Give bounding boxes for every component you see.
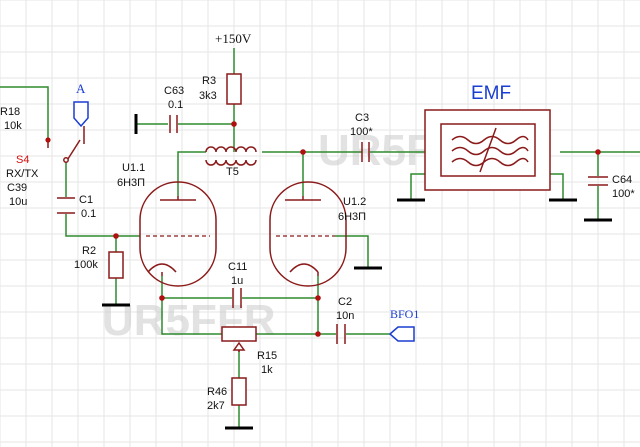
r2-ref: R2: [82, 245, 96, 257]
c1-ref: C1: [79, 194, 93, 206]
wire: [335, 235, 369, 268]
junction-dot: [113, 233, 119, 239]
junction-dot: [231, 121, 237, 127]
c2-capacitor: [336, 324, 346, 344]
s4-switch: [47, 126, 85, 163]
s4-ref: S4: [16, 154, 29, 166]
wire: [410, 173, 425, 200]
r3-ref: R3: [202, 75, 216, 87]
r15-value: 1k: [261, 364, 273, 376]
u1-2-ref: U1.2: [343, 196, 366, 208]
c64-value: 100*: [612, 188, 635, 200]
r2-resistor: [108, 251, 124, 279]
c64-capacitor: [588, 176, 608, 186]
emf-filter: [424, 109, 551, 191]
wire: [550, 173, 564, 200]
r2-value: 100k: [74, 259, 98, 271]
junction-dot: [315, 295, 321, 301]
wires: [0, 48, 640, 428]
c2-ref: C2: [338, 296, 352, 308]
junction-dot: [159, 295, 165, 301]
c11-value: 1u: [231, 275, 243, 287]
c11-capacitor: [232, 288, 242, 308]
port-a: [73, 101, 89, 128]
c63-capacitor: [169, 115, 178, 133]
ground-symbols: [102, 114, 612, 430]
supply-label: +150V: [215, 31, 252, 46]
wire: [0, 86, 49, 140]
c11-ref: C11: [228, 261, 247, 273]
junction-dot: [595, 149, 601, 155]
port-bfo1: [388, 326, 415, 342]
wire: [161, 298, 222, 335]
c39-ref: C39: [7, 182, 27, 194]
r46-value: 2k7: [207, 400, 225, 412]
r46-ref: R46: [207, 386, 227, 398]
r15-ref: R15: [257, 350, 277, 362]
c63-ref: C63: [164, 85, 184, 97]
port-bfo1-label: BFO1: [390, 307, 419, 321]
u1-1-triode: [139, 181, 217, 287]
c3-capacitor: [361, 142, 370, 162]
r3-resistor: [226, 73, 242, 105]
t5-transformer: [205, 146, 257, 166]
c1-value: 0.1: [81, 208, 96, 220]
port-a-label: A: [76, 81, 86, 96]
c63-value: 0.1: [168, 99, 183, 111]
u1-1-value: 6Н3П: [117, 177, 145, 189]
junctions: [45, 121, 601, 337]
u1-2-triode: [269, 181, 347, 287]
junction-dot: [300, 149, 306, 155]
r46-resistor: [231, 377, 247, 406]
c3-ref: C3: [355, 112, 369, 124]
u1-1-ref: U1.1: [122, 162, 145, 174]
junction-dot: [315, 331, 321, 337]
r15-potentiometer: [221, 326, 257, 352]
r3-value: 3k3: [199, 90, 217, 102]
junction-dot: [45, 137, 51, 143]
u1-2-value: 6Н3П: [338, 211, 366, 223]
c64-ref: C64: [612, 174, 632, 186]
c3-value: 100*: [350, 126, 373, 138]
wire: [65, 214, 140, 237]
t5-ref: T5: [226, 166, 239, 178]
r18-ref: R18: [0, 106, 20, 118]
c1-capacitor: [57, 197, 75, 214]
emf-label: EMF: [471, 83, 511, 104]
r18-value: 10k: [4, 120, 22, 132]
c2-value: 10n: [336, 310, 354, 322]
s4-value: RX/TX: [6, 168, 39, 180]
c39-value: 10u: [9, 196, 27, 208]
